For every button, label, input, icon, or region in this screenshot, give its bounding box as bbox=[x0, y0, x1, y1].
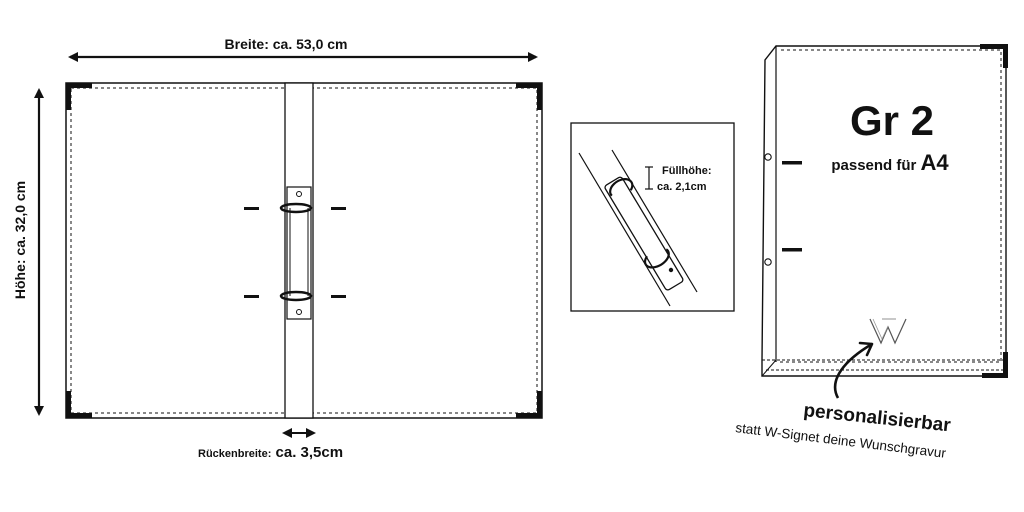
ring-bottom bbox=[279, 290, 313, 302]
detail-ring-bottom bbox=[643, 248, 670, 269]
corner-top-right bbox=[516, 83, 542, 110]
height-label: Höhe: ca. 32,0 cm bbox=[12, 181, 28, 299]
fill-height-label: Füllhöhe: bbox=[662, 165, 712, 177]
ring-mark-top bbox=[782, 161, 802, 165]
ring-mark-bottom bbox=[782, 248, 802, 252]
closed-binder-corners bbox=[980, 44, 1008, 378]
spine-dimension: Rückenbreite: ca. 3,5cm bbox=[198, 428, 343, 461]
corner-bottom-left bbox=[66, 391, 92, 418]
punch-hole-top bbox=[764, 153, 772, 161]
fill-height-value: ca. 2,1cm bbox=[657, 181, 707, 193]
fill-height-indicator bbox=[645, 166, 653, 190]
closed-binder-stitching bbox=[777, 49, 1002, 363]
fits-prefix: passend für bbox=[831, 157, 920, 174]
detail-mechanism bbox=[604, 176, 684, 291]
fill-height-detail: Füllhöhe: ca. 2,1cm bbox=[570, 122, 735, 312]
width-dimension: Breite: ca. 53,0 cm bbox=[68, 36, 538, 62]
hole-marks bbox=[244, 207, 346, 298]
height-dimension: Höhe: ca. 32,0 cm bbox=[12, 88, 44, 416]
width-label: Breite: ca. 53,0 cm bbox=[225, 36, 348, 52]
size-title: Gr 2 bbox=[850, 97, 934, 144]
spine-label-prefix: Rückenbreite: bbox=[198, 448, 271, 460]
rivet-top bbox=[296, 191, 302, 197]
spine-label-value: ca. 3,5cm bbox=[271, 444, 343, 461]
closed-binder: Gr 2 passend für A4 bbox=[761, 44, 1008, 378]
fits-text: passend für A4 bbox=[831, 150, 949, 175]
punch-hole-bottom bbox=[764, 258, 772, 266]
corner-top-left bbox=[66, 83, 92, 110]
fits-format: A4 bbox=[921, 150, 950, 175]
spine-label: Rückenbreite: ca. 3,5cm bbox=[198, 444, 343, 461]
corner-top bbox=[980, 44, 1008, 68]
binder-corner-guards bbox=[66, 83, 542, 418]
w-signet-logo bbox=[869, 318, 907, 345]
corner-bottom bbox=[982, 352, 1008, 378]
callout-arrow bbox=[833, 342, 873, 399]
rivet-bottom bbox=[296, 309, 302, 315]
mechanism-plate bbox=[286, 186, 312, 320]
closed-binder-outline bbox=[761, 45, 1007, 377]
detail-ring-top bbox=[609, 178, 634, 197]
corner-bottom-right bbox=[516, 391, 542, 418]
open-binder bbox=[65, 82, 543, 419]
ring-top bbox=[279, 202, 313, 214]
closed-binder-bottom-edge bbox=[762, 359, 1006, 371]
